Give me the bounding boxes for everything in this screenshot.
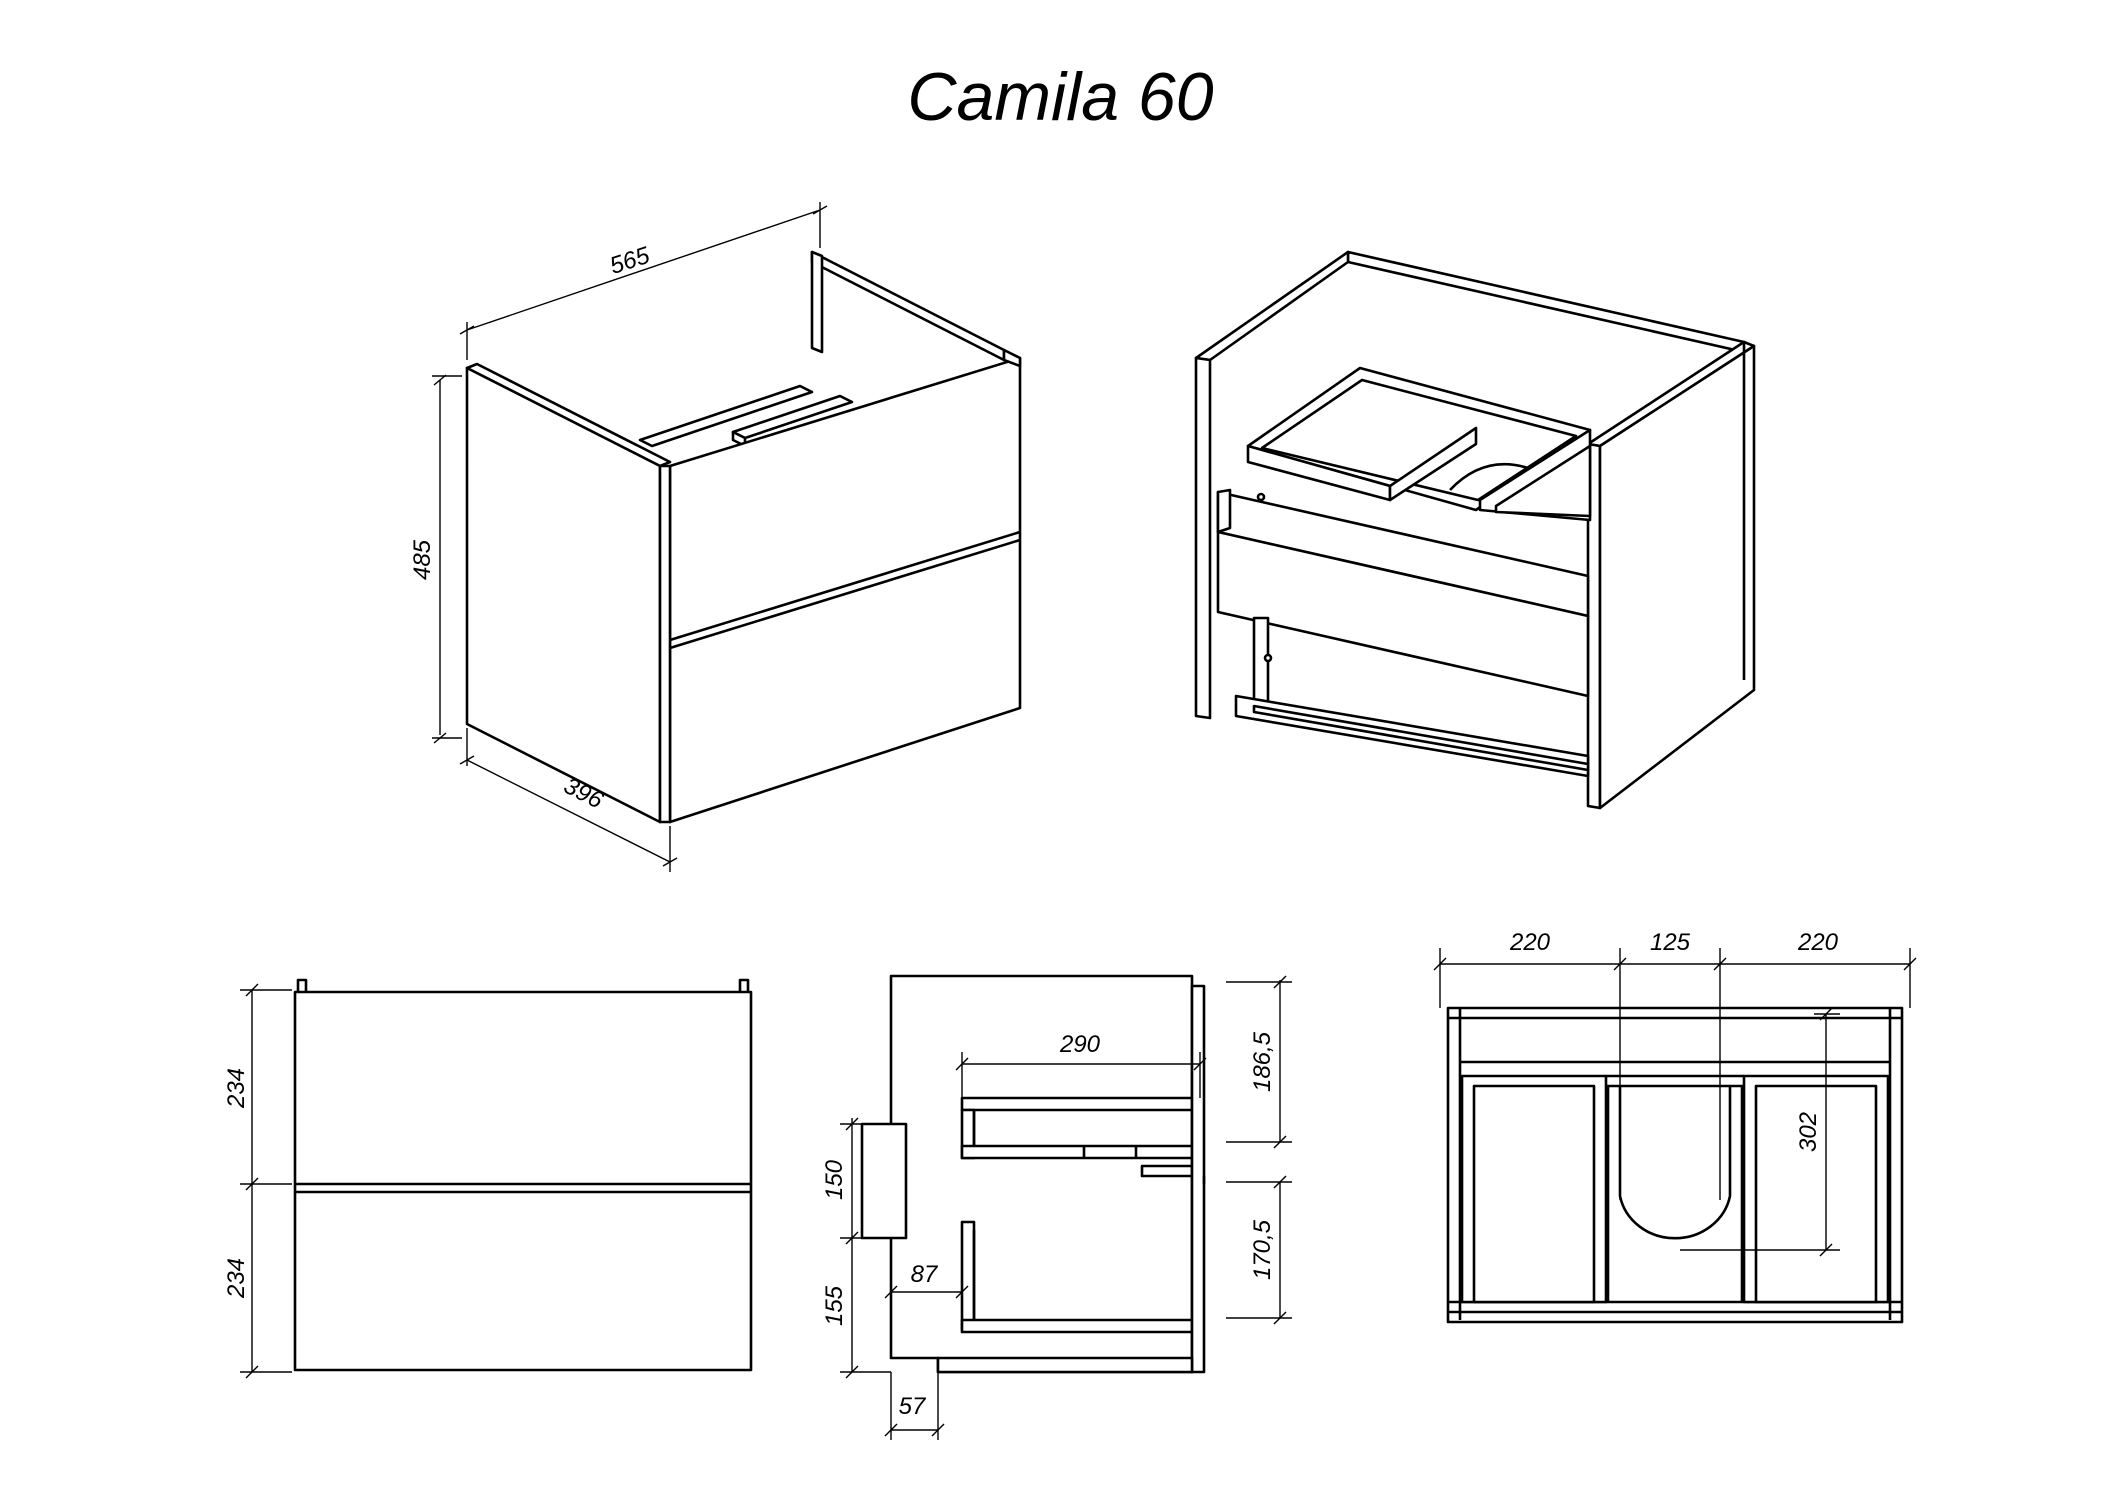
dim-186-5: 186,5 — [1249, 1031, 1276, 1092]
page-title: Camila 60 — [907, 59, 1214, 135]
dim-87: 87 — [911, 1261, 939, 1288]
iso-open-cabinet — [1194, 250, 1756, 810]
dim-125: 125 — [1650, 929, 1691, 956]
dim-170-5: 170,5 — [1249, 1219, 1276, 1280]
top-view: 220 125 220 302 — [1433, 929, 1917, 1324]
dim-150: 150 — [821, 1159, 848, 1200]
dim-290: 290 — [1059, 1031, 1101, 1058]
front-view: 234 234 — [223, 978, 753, 1379]
dim-155: 155 — [821, 1285, 848, 1326]
dim-220-right: 220 — [1797, 929, 1839, 956]
dim-220-left: 220 — [1509, 929, 1551, 956]
dim-302: 302 — [1795, 1112, 1822, 1152]
dim-234-bottom: 234 — [223, 1258, 250, 1299]
iso-closed-cabinet — [465, 250, 1022, 824]
dim-485: 485 — [409, 539, 436, 580]
dim-57: 57 — [899, 1393, 927, 1420]
dim-234-top: 234 — [223, 1068, 250, 1109]
dim-565: 565 — [606, 242, 653, 280]
side-section-view: 290 186,5 170,5 150 155 87 57 — [821, 974, 1292, 1440]
